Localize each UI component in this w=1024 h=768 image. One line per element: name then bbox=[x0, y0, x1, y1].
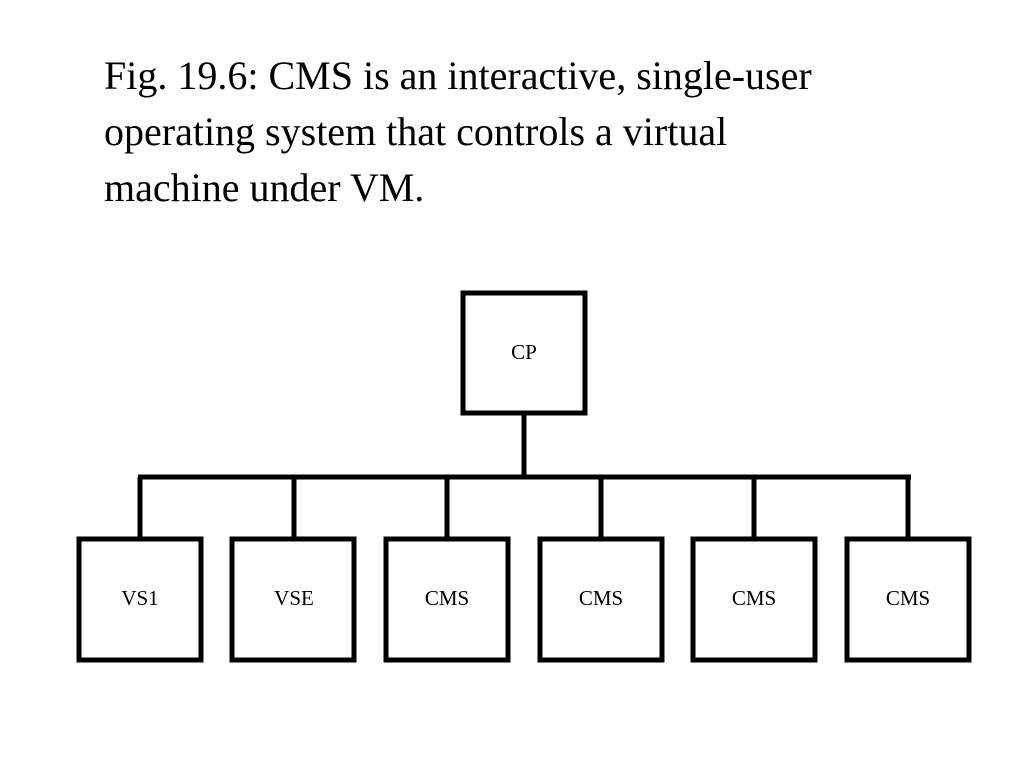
node-vs1: VS1 bbox=[76, 536, 204, 663]
node-cms-3: CMS bbox=[690, 536, 818, 663]
node-cms-2-box bbox=[537, 536, 665, 663]
node-vse: VSE bbox=[229, 536, 357, 663]
caption-line-3: machine under VM. bbox=[104, 165, 425, 210]
node-cms-3-box bbox=[690, 536, 818, 663]
node-cms-1-label: CMS bbox=[425, 586, 469, 610]
node-vs1-box bbox=[76, 536, 204, 663]
node-cms-1-box bbox=[383, 536, 511, 663]
caption-line-2: operating system that controls a virtual bbox=[104, 109, 728, 154]
node-cms-2-label: CMS bbox=[579, 586, 623, 610]
node-cms-2: CMS bbox=[537, 536, 665, 663]
node-cp-box bbox=[460, 290, 588, 416]
node-cms-3-label: CMS bbox=[732, 586, 776, 610]
node-cms-4: CMS bbox=[844, 536, 972, 663]
node-vs1-label: VS1 bbox=[121, 586, 158, 610]
node-cp: CP bbox=[460, 290, 588, 416]
node-vse-label: VSE bbox=[274, 586, 314, 610]
node-cms-4-label: CMS bbox=[886, 586, 930, 610]
connectors bbox=[137, 415, 911, 539]
caption-line-1: Fig. 19.6: CMS is an interactive, single… bbox=[104, 53, 812, 98]
figure-caption: Fig. 19.6: CMS is an interactive, single… bbox=[104, 48, 984, 216]
node-vse-box bbox=[229, 536, 357, 663]
node-cms-4-box bbox=[844, 536, 972, 663]
node-cp-label: CP bbox=[511, 340, 537, 364]
node-cms-1: CMS bbox=[383, 536, 511, 663]
